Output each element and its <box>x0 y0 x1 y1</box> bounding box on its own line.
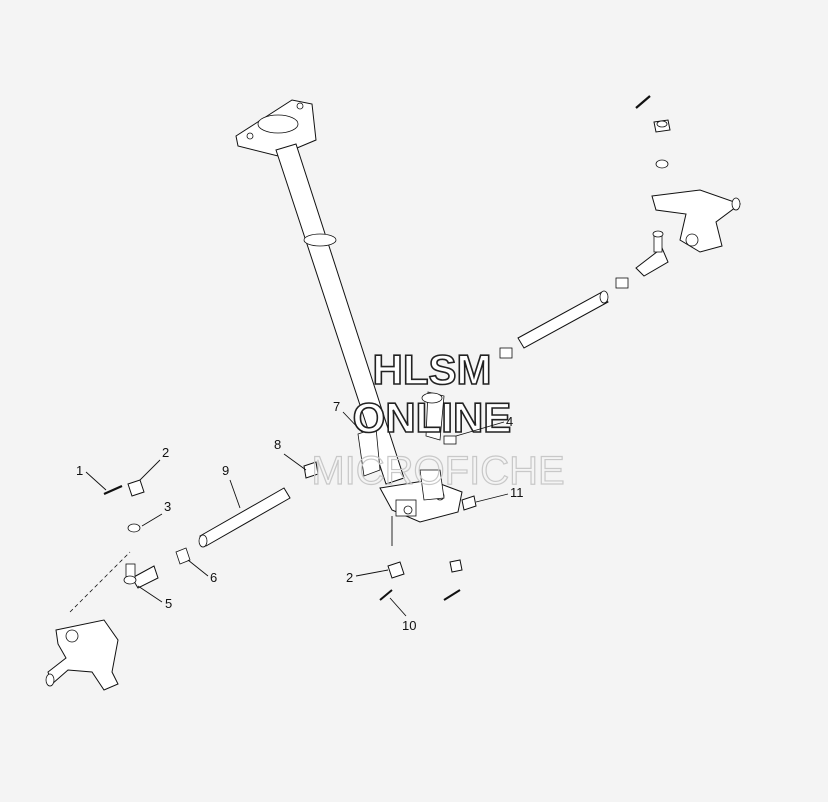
svg-text:10: 10 <box>402 618 416 633</box>
left-tie-rod-end <box>123 563 159 589</box>
right-tie-rod <box>499 277 629 359</box>
callout-4: 4 <box>455 414 513 437</box>
callout-11: 11 <box>475 485 524 503</box>
right-tie-rod-end <box>635 230 669 277</box>
callout-7: 7 <box>333 399 363 433</box>
left-spindle <box>45 551 131 691</box>
callouts: 1 2 3 9 8 7 4 11 <box>76 399 524 633</box>
right-spindle <box>651 189 742 253</box>
watermark-line2: ONLINE <box>353 394 512 441</box>
callout-5: 5 <box>137 585 172 611</box>
watermark-line1: HLSM <box>373 346 492 393</box>
left-jam-nut <box>175 547 191 565</box>
svg-text:6: 6 <box>210 570 217 585</box>
watermark: HLSM ONLINE MICROFICHE <box>311 345 566 493</box>
svg-text:5: 5 <box>165 596 172 611</box>
center-hardware <box>303 461 477 601</box>
svg-text:3: 3 <box>164 499 171 514</box>
svg-text:9: 9 <box>222 463 229 478</box>
watermark-line3: MICROFICHE <box>311 449 564 493</box>
callout-3: 3 <box>141 499 171 527</box>
callout-6: 6 <box>187 559 217 585</box>
callout-2-left: 2 <box>139 445 169 481</box>
svg-text:4: 4 <box>506 414 513 429</box>
callout-10: 10 <box>389 597 416 633</box>
callout-1: 1 <box>76 463 107 491</box>
steering-arm-assembly <box>357 391 463 546</box>
svg-text:11: 11 <box>510 485 524 500</box>
left-tie-rod <box>198 487 291 548</box>
svg-text:2: 2 <box>346 570 353 585</box>
svg-text:8: 8 <box>274 437 281 452</box>
callout-8: 8 <box>274 437 307 471</box>
callout-2-center: 2 <box>346 569 389 585</box>
svg-text:7: 7 <box>333 399 340 414</box>
left-hardware <box>103 479 145 533</box>
right-hardware <box>635 95 671 169</box>
svg-text:1: 1 <box>76 463 83 478</box>
steering-post-mount <box>235 99 317 157</box>
svg-text:2: 2 <box>162 445 169 460</box>
callout-9: 9 <box>222 463 241 509</box>
steering-post-shaft <box>275 143 405 485</box>
